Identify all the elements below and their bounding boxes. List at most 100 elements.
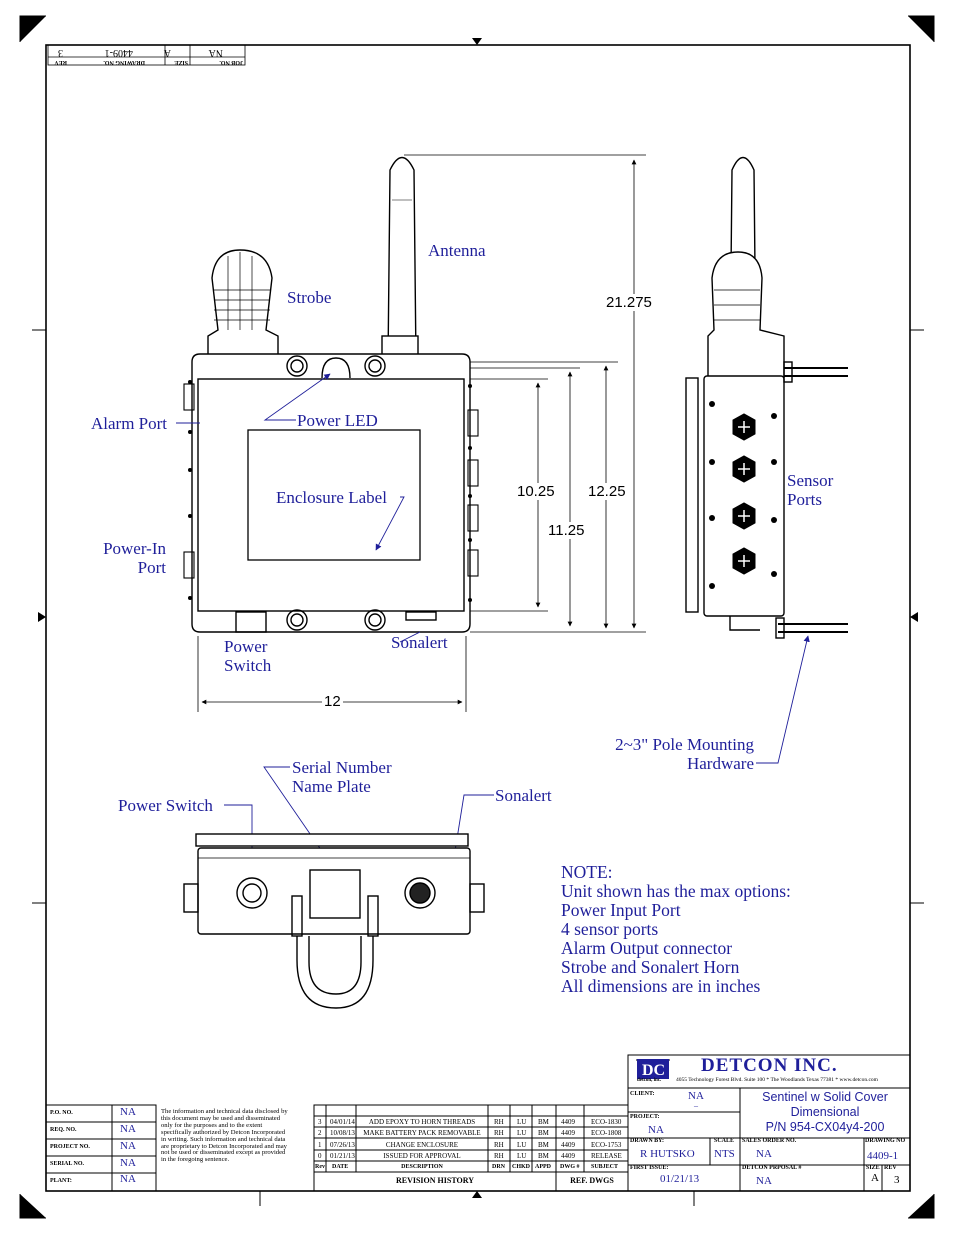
- size-value: A: [871, 1172, 879, 1184]
- appd-cell: BM: [538, 1118, 549, 1126]
- drawing-no-value-rot: 4409-1: [104, 47, 133, 58]
- enclosure-label-label: Enclosure Label: [276, 488, 387, 507]
- chkd-cell: LU: [517, 1129, 527, 1137]
- chkd-cell: LU: [517, 1118, 527, 1126]
- rev-label: REV: [884, 1165, 897, 1171]
- center-marks: [38, 38, 918, 1198]
- power-in-port-label: Power-In Port: [96, 539, 166, 577]
- desc-cell: MAKE BATTERY PACK REMOVABLE: [363, 1129, 481, 1137]
- power-switch-label: Power Switch: [224, 637, 271, 675]
- left-block-value: NA: [120, 1106, 136, 1118]
- sonalert-front-label: Sonalert: [391, 633, 448, 652]
- rev-cell: 1: [318, 1141, 322, 1149]
- left-block-label: PROJECT NO.: [50, 1144, 90, 1150]
- left-block-value: NA: [120, 1173, 136, 1185]
- date-cell: 01/21/13: [330, 1152, 355, 1160]
- header-appd: APPD: [535, 1164, 551, 1170]
- rev-value: 3: [894, 1174, 900, 1186]
- pole-mount-label: 2~3" Pole Mounting Hardware: [597, 735, 754, 773]
- drn-cell: RH: [494, 1129, 504, 1137]
- drawing-no-label-rot: DRAWING NO.: [103, 59, 145, 65]
- serial-line1: Serial Number: [292, 758, 392, 777]
- dwg-cell: 4409: [561, 1129, 575, 1137]
- sensor-ports-line1: Sensor: [787, 471, 834, 490]
- rev-value-rot: 3: [58, 47, 63, 58]
- sonalert-bottom-label: Sonalert: [495, 786, 552, 805]
- appd-cell: BM: [538, 1129, 549, 1137]
- note-title: NOTE:: [561, 862, 613, 882]
- proprietary-line: not be used or disseminated except as pr…: [161, 1149, 286, 1157]
- sensor-ports-graphic: [709, 401, 777, 589]
- desc-cell: ISSUED FOR APPROVAL: [383, 1152, 461, 1160]
- header-rev: Rev: [315, 1164, 325, 1170]
- subject-cell: ECO-1808: [591, 1129, 622, 1137]
- note-line: Power Input Port: [561, 900, 681, 920]
- left-block-label: P.O. NO.: [50, 1110, 73, 1116]
- proprietary-line: in the foregoing sentence.: [161, 1156, 230, 1164]
- title-block-grid: [45, 1054, 911, 1192]
- drn-cell: RH: [494, 1118, 504, 1126]
- proprietary-line: only for the purposes and to the extent: [161, 1121, 263, 1129]
- proposal-value: NA: [756, 1175, 772, 1187]
- front-view: [183, 156, 479, 633]
- drawn-by-label: DRAWN BY:: [630, 1138, 664, 1144]
- first-issue-label: FIRST ISSUE:: [630, 1165, 669, 1171]
- note-line: Unit shown has the max options:: [561, 881, 791, 901]
- header-description: DESCRIPTION: [401, 1164, 443, 1170]
- appd-cell: BM: [538, 1152, 549, 1160]
- drn-cell: RH: [494, 1141, 504, 1149]
- corner-marks: [19, 15, 935, 1219]
- pole-mount-line1: 2~3" Pole Mounting: [615, 735, 754, 754]
- power-switch-line2: Switch: [224, 656, 272, 675]
- proprietary-notice: The information and technical data discl…: [161, 1108, 288, 1164]
- company-name: DETCON INC.: [701, 1055, 838, 1076]
- pole-mount-line2: Hardware: [686, 754, 754, 773]
- proprietary-line: are proprietary to Detcon Incorporated a…: [161, 1142, 287, 1150]
- subject-cell: ECO-1753: [591, 1141, 622, 1149]
- note-line: Strobe and Sonalert Horn: [561, 957, 740, 977]
- desc-cell: ADD EPOXY TO HORN THREADS: [368, 1118, 476, 1126]
- left-block-label: SERIAL NO.: [50, 1161, 85, 1167]
- dim-11-25: 11.25: [546, 522, 587, 539]
- client-sub: _: [694, 1099, 698, 1108]
- subject-cell: RELEASE: [591, 1152, 622, 1160]
- proprietary-line: specifically authorized by Detcon Incorp…: [161, 1128, 286, 1136]
- date-cell: 04/01/14: [330, 1118, 355, 1126]
- revision-history-title: REVISION HISTORY: [395, 1176, 475, 1185]
- header-chkd: CHKD: [512, 1164, 530, 1170]
- power-led-label: Power LED: [297, 411, 378, 430]
- left-block-label: PLANT:: [50, 1178, 72, 1184]
- dim-12-25: 12.25: [586, 483, 628, 500]
- chkd-cell: LU: [517, 1152, 527, 1160]
- dim-10-25: 10.25: [515, 483, 557, 500]
- note-line: All dimensions are in inches: [561, 976, 761, 996]
- rev-cell: 2: [318, 1129, 322, 1137]
- date-cell: 10/08/13: [330, 1129, 355, 1137]
- rev-cell: 3: [318, 1118, 322, 1126]
- dim-total-height: 21.275: [604, 294, 654, 311]
- proprietary-line: The information and technical data discl…: [161, 1108, 288, 1115]
- serial-line2: Name Plate: [292, 777, 371, 796]
- power-in-port-line2: Port: [137, 558, 166, 577]
- drawing-no-label: DRAWING NO: [865, 1138, 906, 1144]
- ref-dwgs-title: REF. DWGS: [570, 1176, 614, 1185]
- bottom-view: [183, 833, 485, 1009]
- note-block: NOTE: Unit shown has the max options: Po…: [561, 863, 791, 996]
- project-value: NA: [648, 1124, 664, 1136]
- alarm-port-label: Alarm Port: [91, 414, 168, 433]
- size-label: SIZE: [866, 1165, 880, 1171]
- dwg-cell: 4409: [561, 1118, 575, 1126]
- header-drn: DRN: [492, 1164, 505, 1170]
- left-block-value: NA: [120, 1123, 136, 1135]
- company-address: 4055 Technology Forest Blvd. Suite 100 *…: [676, 1077, 878, 1083]
- scale-value: NTS: [714, 1148, 735, 1160]
- left-block-value: NA: [120, 1157, 136, 1169]
- strobe-label: Strobe: [287, 288, 332, 307]
- power-in-port-line1: Power-In: [103, 539, 166, 558]
- serial-plate-label: Serial Number Name Plate: [292, 758, 392, 796]
- proprietary-line: this document may be used and disseminat…: [161, 1114, 281, 1122]
- proposal-label: DETCON PRPOSAL #: [742, 1165, 802, 1171]
- title-line3: P/N 954-CX04y4-200: [765, 1120, 885, 1134]
- title-line1: Sentinel w Solid Cover: [762, 1090, 888, 1104]
